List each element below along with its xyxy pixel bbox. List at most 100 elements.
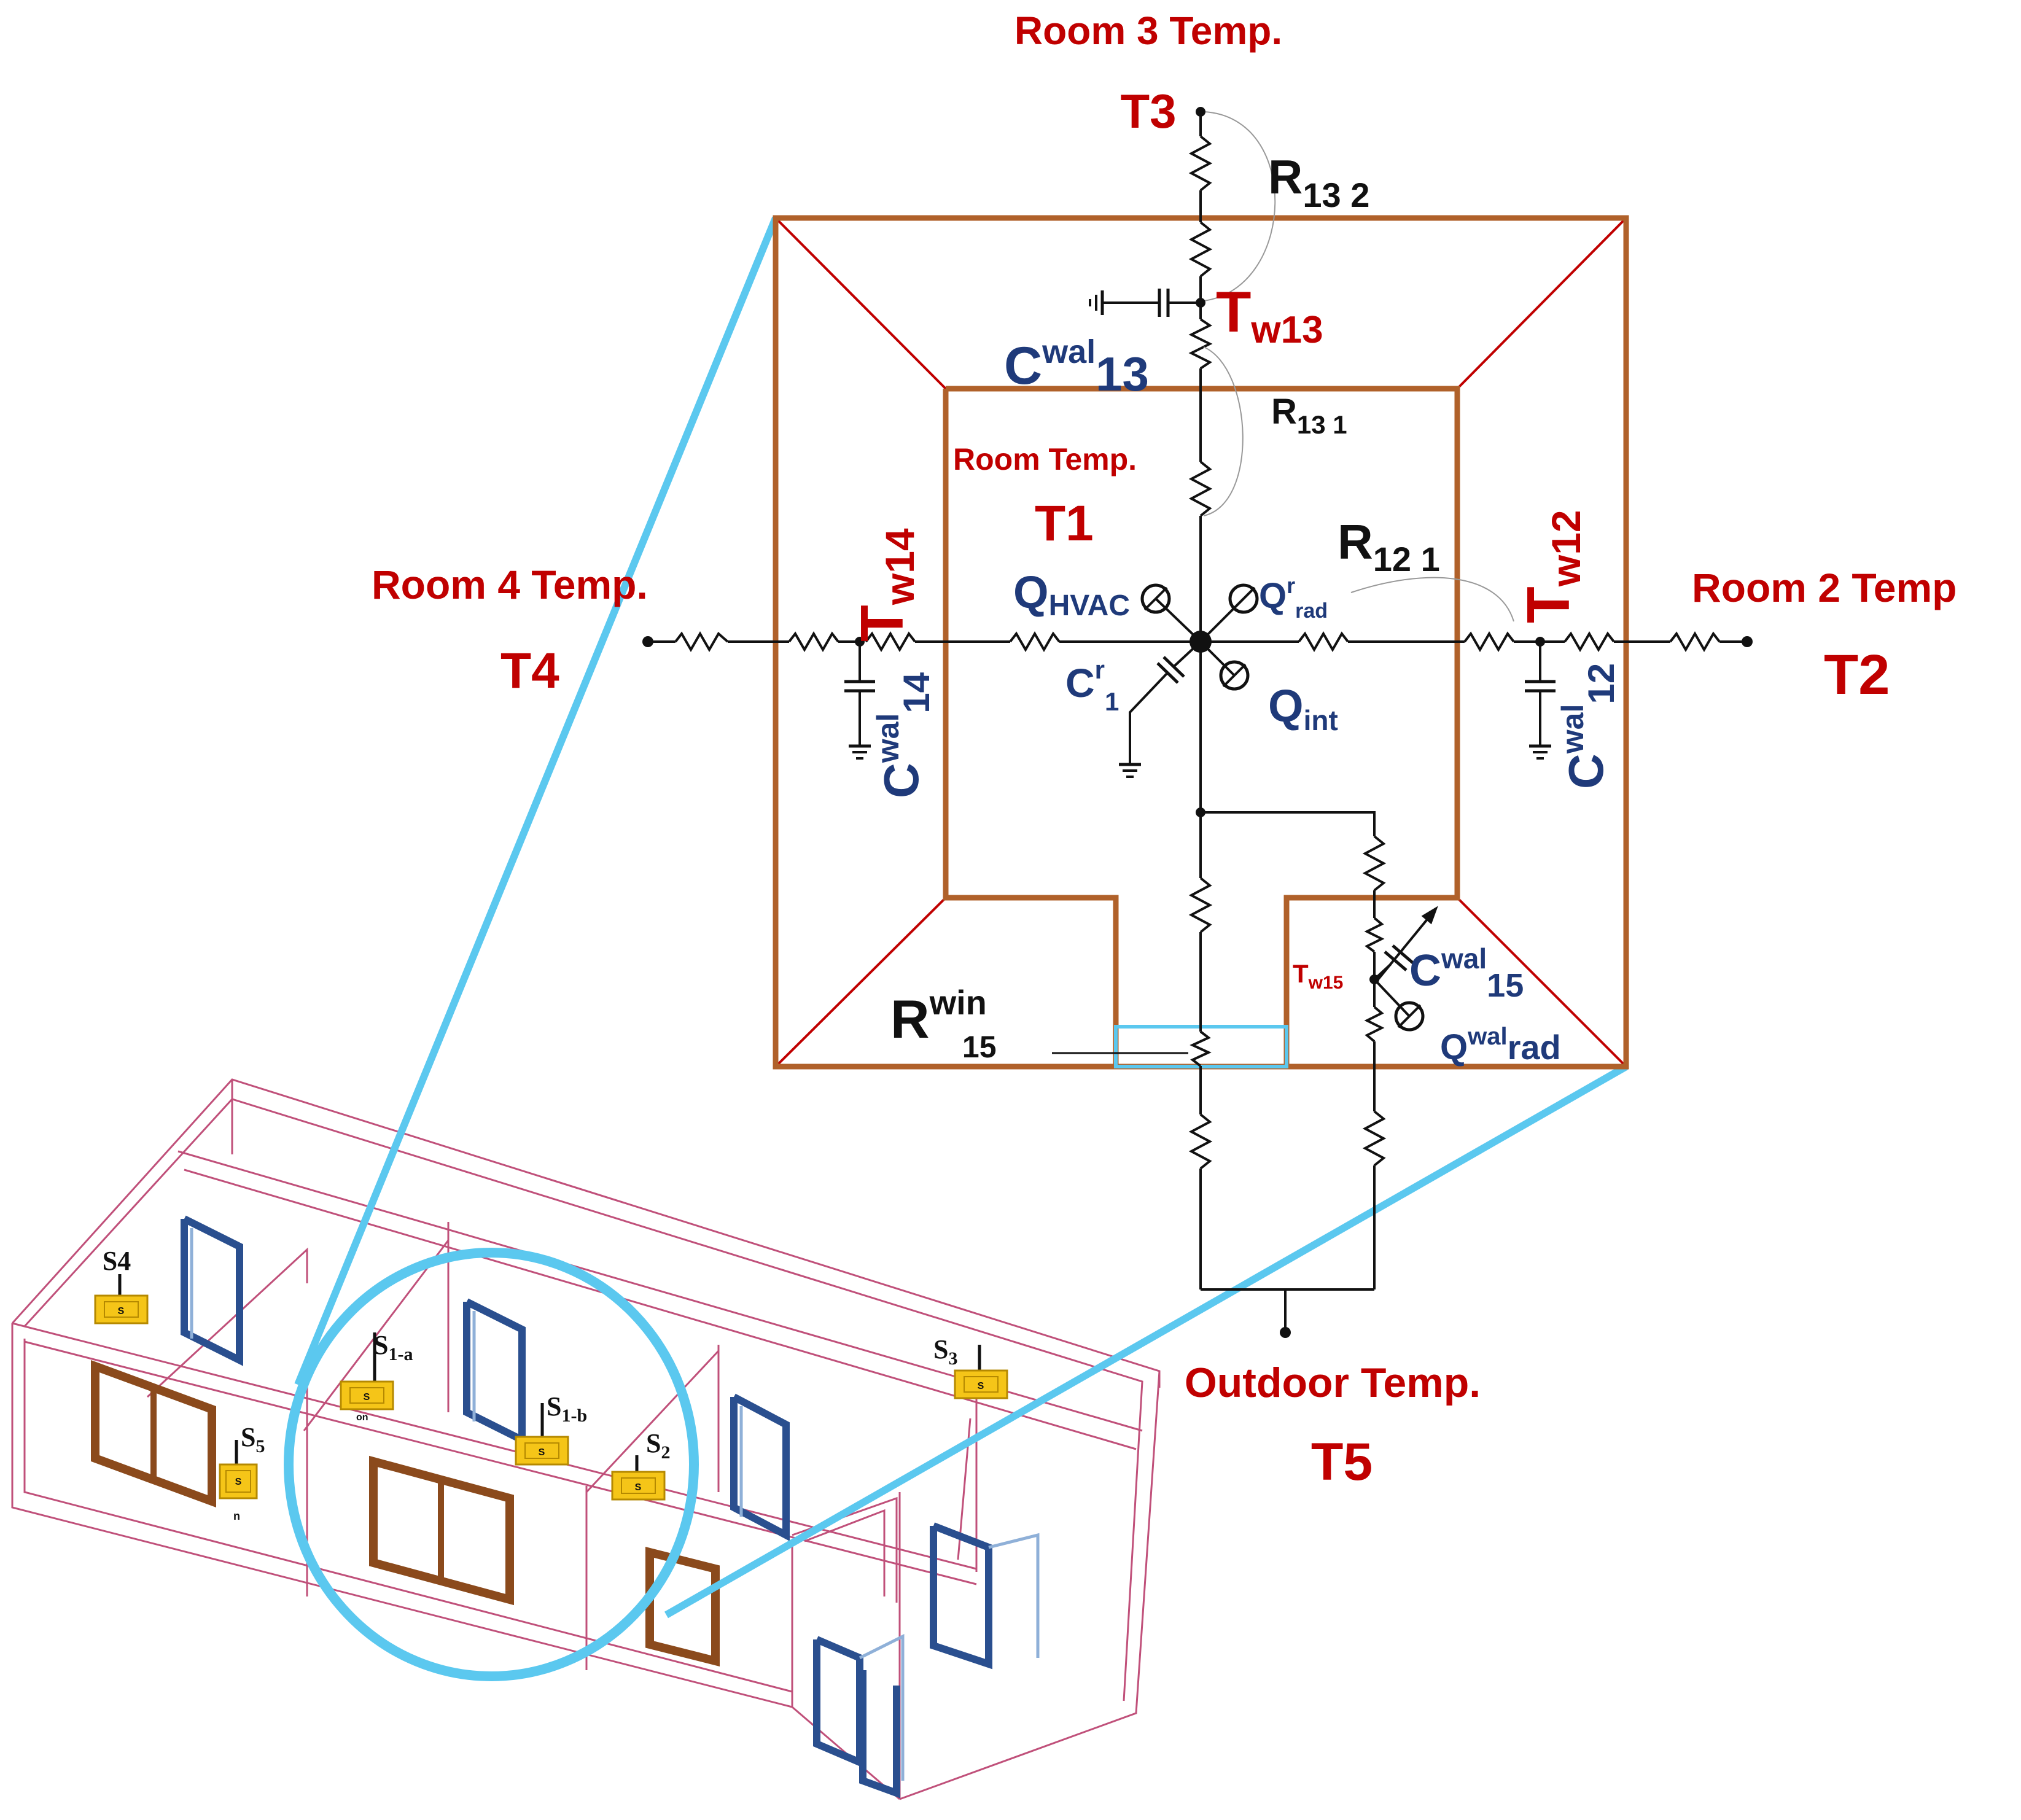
sensor-s1b: S S1-b	[515, 1391, 587, 1466]
svg-text:R12 1: R12 1	[1338, 515, 1440, 578]
svg-text:Cwal15: Cwal15	[1409, 943, 1524, 1004]
cwal15-sub: 15	[1487, 967, 1524, 1004]
node-tw15	[1369, 974, 1379, 984]
cwal14-label: C	[874, 763, 929, 798]
cwal14-sub: 14	[896, 672, 937, 713]
cwal12-sub: 12	[1581, 663, 1622, 704]
t3-label: T3	[1120, 84, 1176, 138]
resistor-r15-a	[1362, 835, 1387, 892]
svg-text:R13 1: R13 1	[1271, 392, 1347, 439]
svg-text:S1-a: S1-a	[373, 1330, 413, 1364]
resistor-r13-2b	[1188, 221, 1213, 278]
qrad-sub: rad	[1295, 599, 1328, 623]
resistor-win-b	[1190, 1030, 1212, 1067]
sensor-s2: S S2	[611, 1428, 670, 1501]
door-6	[859, 1670, 900, 1799]
room3-label: Room 3 Temp.	[1014, 9, 1282, 53]
svg-text:R13 2: R13 2	[1268, 150, 1369, 214]
svg-text:S1-b: S1-b	[547, 1391, 587, 1426]
building-windows	[91, 1359, 720, 1666]
node-tw12	[1535, 637, 1545, 647]
svg-text:S4: S4	[103, 1246, 131, 1276]
sensor-s3-box-letter: S	[978, 1381, 984, 1391]
qint-label: Q	[1268, 680, 1304, 731]
door-4	[930, 1522, 992, 1670]
sensor-s1a-sub: 1-a	[388, 1344, 413, 1364]
resistor-r15-b	[1364, 917, 1385, 953]
node-t4	[642, 636, 653, 647]
t5-label: T5	[1311, 1433, 1373, 1491]
qint-sub: int	[1304, 704, 1338, 736]
tw15-label: T	[1293, 959, 1309, 988]
svg-text:Cwal14: Cwal14	[871, 672, 937, 798]
window-left	[91, 1359, 216, 1508]
r12-1-sub: 12 1	[1373, 540, 1440, 578]
cwal14-rotated: Cwal14	[871, 672, 937, 798]
resistor-r15-d	[1362, 1110, 1387, 1167]
rwin-label: R	[890, 989, 930, 1049]
outdoor-label: Outdoor Temp.	[1185, 1359, 1481, 1406]
qhvac-label: Q	[1013, 567, 1049, 618]
tw13-label: T	[1216, 279, 1251, 344]
zoom-line-left	[294, 216, 779, 1386]
qwalrad-sub: rad	[1508, 1028, 1561, 1067]
r12-1-label: R	[1338, 515, 1373, 569]
tw12-sub: w12	[1543, 510, 1589, 587]
diagram-labels: Room 3 Temp. T3 R13 2 Tw13 Cwal13 R13 1 …	[372, 9, 1957, 1491]
cwal12-label: C	[1559, 753, 1613, 789]
cwal12-rotated: Cwal12	[1556, 663, 1622, 789]
r13-2-label: R	[1268, 150, 1303, 204]
resistor-r13-1a	[1188, 318, 1213, 370]
resistor-r12-b	[1463, 631, 1515, 653]
sensor-stray-n: n	[233, 1510, 240, 1522]
resistor-r15-c	[1364, 1006, 1385, 1043]
t4-label: T4	[500, 643, 559, 699]
wireframe-back-wall-inner	[184, 1169, 1137, 1450]
cwal14-sup: wal	[871, 714, 905, 764]
tw14-label: T	[848, 605, 916, 642]
cr1-sup: r	[1095, 655, 1105, 684]
sensor-stray-on: on	[356, 1412, 368, 1423]
sensor-s1b-sub: 1-b	[561, 1406, 587, 1426]
sensor-s1a-label: S	[373, 1330, 388, 1360]
svg-text:Tw13: Tw13	[1216, 279, 1323, 351]
node-t2	[1742, 636, 1753, 647]
inner-room-outline	[943, 386, 1460, 1067]
node-t5	[1280, 1327, 1291, 1338]
zoom-line-right	[664, 1063, 1628, 1619]
cwal13-label: C	[1004, 336, 1042, 395]
svg-text:Tw15: Tw15	[1293, 959, 1343, 993]
zoom-indicator	[284, 216, 1628, 1681]
r13-1-sub: 13 1	[1297, 410, 1347, 439]
door-1	[181, 1215, 243, 1366]
svg-text:Cwal13: Cwal13	[1004, 333, 1149, 401]
resistor-r12-c	[1563, 631, 1615, 653]
svg-text:S3: S3	[933, 1334, 957, 1369]
resistor-r14-b	[788, 631, 839, 653]
svg-text:Qrrad: Qrrad	[1259, 573, 1328, 623]
sensor-s4-box-letter: S	[118, 1306, 125, 1316]
tw14-sub: w14	[877, 528, 922, 605]
r13-1-label: R	[1271, 392, 1297, 432]
sensor-s3-label: S	[933, 1334, 948, 1364]
sensor-s2-sub: 2	[661, 1442, 670, 1463]
wireframe-porch-inner	[804, 1509, 886, 1596]
qhvac-sub: HVAC	[1049, 589, 1130, 622]
sensor-s2-label: S	[646, 1428, 661, 1458]
resistor-win-c	[1188, 1113, 1213, 1170]
sensor-s5-label: S	[241, 1422, 255, 1452]
sensor-s1b-box-letter: S	[539, 1447, 545, 1458]
svg-text:S5: S5	[241, 1422, 265, 1456]
node-tw13	[1196, 298, 1205, 308]
cr1-label: C	[1065, 660, 1095, 706]
door-3	[730, 1393, 790, 1541]
qrad-sup: r	[1287, 573, 1295, 598]
frame-diagonals	[774, 217, 1627, 1068]
sensor-s1b-label: S	[547, 1391, 561, 1421]
wireframe-top-edge	[11, 1078, 1161, 1800]
cr1-sub: 1	[1105, 687, 1119, 716]
cwal13-sub: 13	[1096, 347, 1149, 401]
sensor-s2-box-letter: S	[635, 1482, 642, 1493]
resistor-r14-d	[1009, 631, 1061, 653]
